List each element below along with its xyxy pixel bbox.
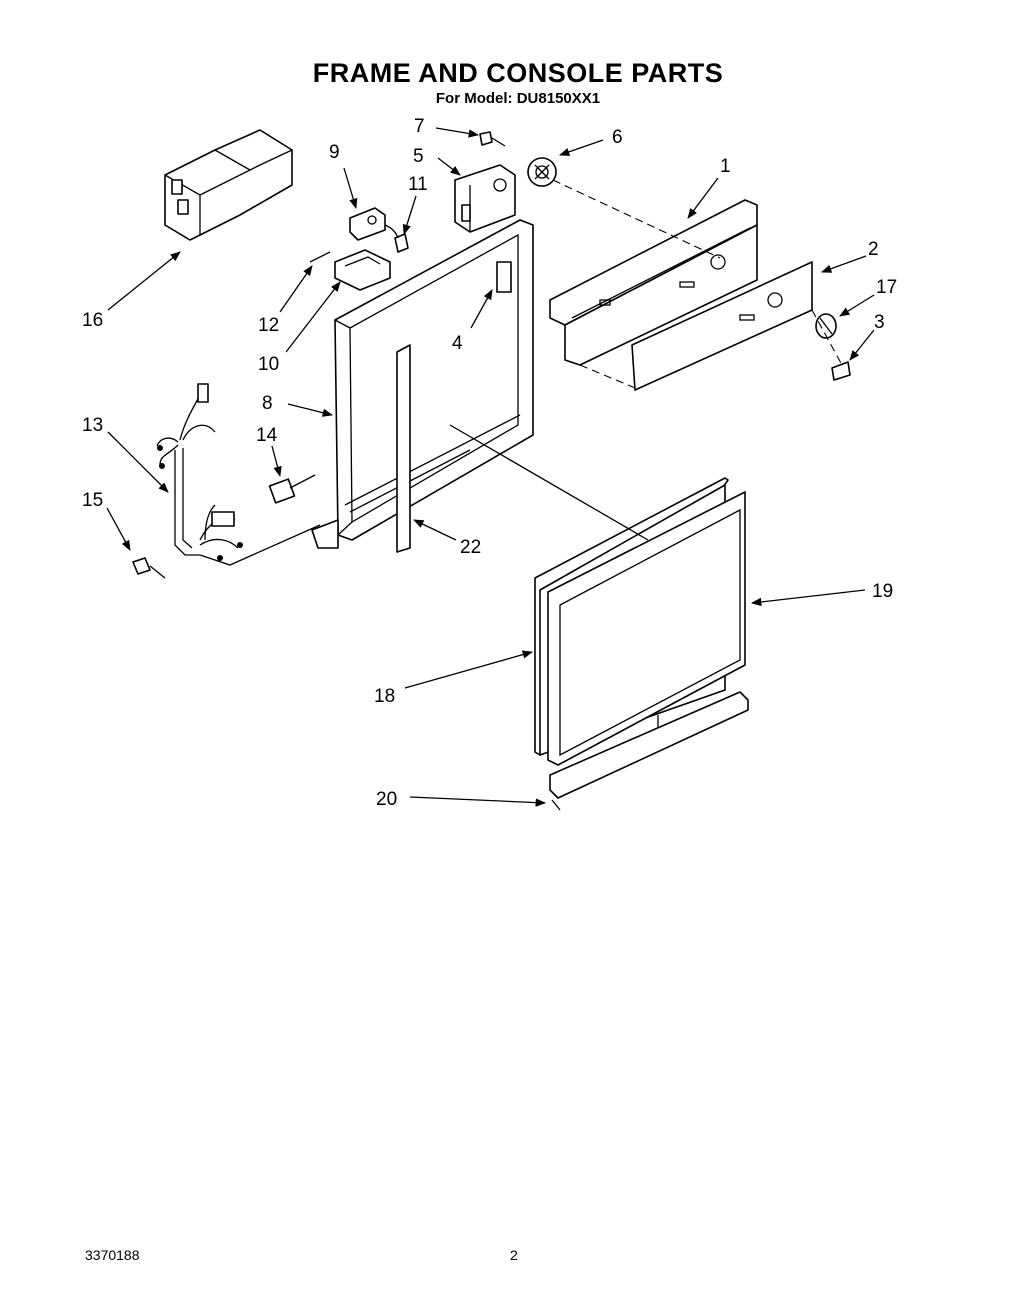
callout-5: 5 xyxy=(413,146,424,167)
callout-7: 7 xyxy=(414,116,425,137)
callout-15: 15 xyxy=(82,490,103,511)
callout-1: 1 xyxy=(720,156,731,177)
callout-3: 3 xyxy=(874,312,885,333)
part-3-button xyxy=(831,361,851,381)
callout-10: 10 xyxy=(258,354,279,375)
callout-6: 6 xyxy=(612,127,623,148)
model-subtitle: For Model: DU8150XX1 xyxy=(435,90,601,107)
callout-11: 11 xyxy=(408,174,428,195)
part-14-thermal-fuse xyxy=(268,474,316,504)
callout-8: 8 xyxy=(262,393,273,414)
part-11-connector xyxy=(384,224,409,253)
alignment-line-console xyxy=(552,179,721,259)
alignment-line-console-bottom xyxy=(579,364,641,391)
part-6-knob xyxy=(527,157,557,187)
part-7-screw xyxy=(479,131,506,147)
part-1-console xyxy=(549,199,758,366)
part-5-selector-switch xyxy=(454,164,516,233)
callout-18: 18 xyxy=(374,686,395,707)
callout-13: 13 xyxy=(82,415,103,436)
callout-22: 22 xyxy=(460,537,481,558)
page-title: FRAME AND CONSOLE PARTS xyxy=(312,58,724,88)
alignment-line-overlay xyxy=(811,309,843,366)
callout-4: 4 xyxy=(452,333,463,354)
part-20-bottom-trim xyxy=(549,691,749,811)
part-9-switch xyxy=(349,207,386,241)
document-number: 3370188 xyxy=(85,1247,140,1263)
callout-14: 14 xyxy=(256,425,278,446)
callout-20: 20 xyxy=(376,789,397,810)
part-22-vertical-strip xyxy=(396,344,411,553)
callout-19: 19 xyxy=(872,581,893,602)
part-10-switch-bracket xyxy=(334,249,391,291)
callout-2: 2 xyxy=(868,239,879,260)
part-16-junction-box xyxy=(164,129,293,241)
part-13-wire-harness xyxy=(156,383,321,566)
part-17-knob xyxy=(815,313,837,339)
leader-lines xyxy=(106,127,875,807)
callout-16: 16 xyxy=(82,310,103,331)
callout-12: 12 xyxy=(258,315,279,336)
part-12-pin xyxy=(309,251,331,263)
part-8-door-frame xyxy=(311,219,534,549)
callout-9: 9 xyxy=(329,142,340,163)
callout-17: 17 xyxy=(876,277,897,298)
alignment-line-door xyxy=(449,424,649,541)
page-number: 2 xyxy=(510,1247,518,1263)
part-19-outer-panel xyxy=(547,491,746,766)
part-15-screw xyxy=(132,557,166,579)
